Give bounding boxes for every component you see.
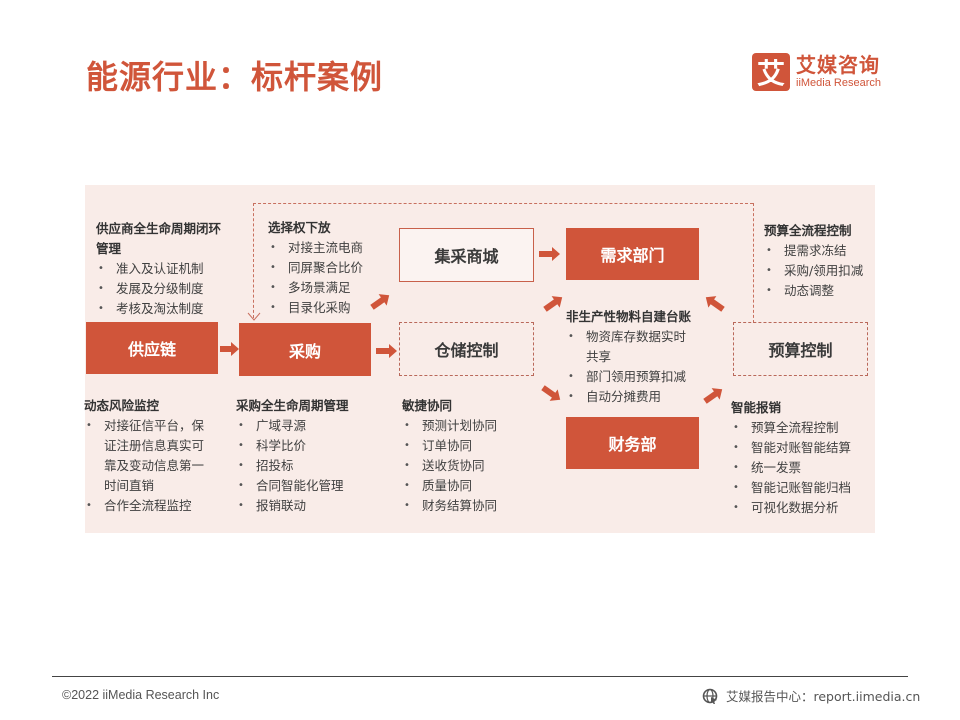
note-heading: 动态风险监控: [84, 398, 160, 413]
list-item: 招投标: [236, 456, 376, 476]
dashed-arrowhead-icon: [247, 312, 261, 321]
note-dynamic-risk: 动态风险监控 对接征信平台，保证注册信息真实可靠及变动信息第一时间直销 合作全流…: [84, 396, 212, 516]
list-item: 统一发票: [731, 458, 871, 478]
arrow-diagonal-up-right-icon: [703, 388, 723, 404]
list-item: 财务结算协同: [402, 496, 532, 516]
list-item: 目录化采购: [268, 298, 388, 318]
note-agile-collaboration: 敏捷协同 预测计划协同 订单协同 送收货协同 质量协同 财务结算协同: [402, 396, 532, 516]
node-warehouse-control: 仓储控制: [399, 322, 534, 376]
list-item: 可视化数据分析: [731, 498, 871, 518]
list-item: 合作全流程监控: [84, 496, 212, 516]
list-item: 对接主流电商: [268, 238, 388, 258]
brand-logo: 艾 艾媒咨询 iiMedia Research: [752, 53, 881, 91]
list-item: 科学比价: [236, 436, 376, 456]
arrow-diagonal-up-left-icon: [705, 296, 725, 312]
arrow-right-icon: [376, 344, 397, 358]
list-item: 提需求冻结: [764, 241, 874, 261]
list-item: 报销联动: [236, 496, 376, 516]
logo-en-text: iiMedia Research: [796, 77, 881, 89]
node-supply-chain: 供应链: [86, 322, 218, 374]
footer-site-text[interactable]: 艾媒报告中心：report.iimedia.cn: [726, 689, 921, 704]
list-item: 对接征信平台，保证注册信息真实可靠及变动信息第一时间直销: [84, 416, 212, 496]
arrow-diagonal-up-right-icon: [543, 296, 563, 312]
logo-cn-text: 艾媒咨询: [796, 53, 880, 77]
list-item: 发展及分级制度: [96, 279, 226, 299]
note-heading: 供应商全生命周期闭环管理: [96, 221, 222, 256]
list-item: 预算全流程控制: [731, 418, 871, 438]
logo-mark-icon: 艾: [752, 53, 790, 91]
list-item: 合同智能化管理: [236, 476, 376, 496]
list-item: 准入及认证机制: [96, 259, 226, 279]
list-item: 预测计划协同: [402, 416, 532, 436]
note-heading: 预算全流程控制: [764, 223, 852, 238]
node-purchase-mall: 集采商城: [399, 228, 534, 282]
list-item: 自动分摊费用: [566, 387, 694, 407]
dashed-connector-top: [253, 203, 753, 204]
list-item: 广域寻源: [236, 416, 376, 436]
note-procurement-lifecycle: 采购全生命周期管理 广域寻源 科学比价 招投标 合同智能化管理 报销联动: [236, 396, 376, 516]
node-budget-control: 预算控制: [733, 322, 868, 376]
note-non-production-ledger: 非生产性物料自建台账 物资库存数据实时共享 部门领用预算扣减 自动分摊费用: [566, 307, 694, 407]
list-item: 智能对账智能结算: [731, 438, 871, 458]
note-supplier-lifecycle: 供应商全生命周期闭环管理 准入及认证机制 发展及分级制度 考核及淘汰制度: [96, 219, 226, 319]
page-title: 能源行业：标杆案例: [86, 58, 384, 96]
list-item: 送收货协同: [402, 456, 532, 476]
list-item: 采购/领用扣减: [764, 261, 874, 281]
list-item: 物资库存数据实时共享: [566, 327, 694, 367]
note-heading: 敏捷协同: [402, 398, 453, 413]
footer-divider: [52, 676, 908, 677]
list-item: 动态调整: [764, 281, 874, 301]
note-heading: 非生产性物料自建台账: [566, 309, 692, 324]
globe-icon: [702, 688, 718, 704]
list-item: 同屏聚合比价: [268, 258, 388, 278]
dashed-connector-left-down: [253, 203, 254, 318]
dashed-connector-right-down: [753, 203, 754, 323]
arrow-right-icon: [220, 342, 239, 356]
list-item: 质量协同: [402, 476, 532, 496]
list-item: 订单协同: [402, 436, 532, 456]
footer-site: 艾媒报告中心：report.iimedia.cn: [702, 686, 920, 705]
note-budget-full-process: 预算全流程控制 提需求冻结 采购/领用扣减 动态调整: [764, 221, 874, 301]
note-heading: 选择权下放: [268, 220, 331, 235]
list-item: 多场景满足: [268, 278, 388, 298]
list-item: 部门领用预算扣减: [566, 367, 694, 387]
arrow-diagonal-down-right-icon: [541, 385, 561, 401]
note-heading: 采购全生命周期管理: [236, 398, 349, 413]
node-demand-dept: 需求部门: [566, 228, 699, 280]
node-finance-dept: 财务部: [566, 417, 699, 469]
arrow-right-icon: [539, 247, 560, 261]
footer-copyright: ©2022 iiMedia Research Inc: [62, 688, 220, 702]
note-heading: 智能报销: [731, 400, 782, 415]
list-item: 考核及淘汰制度: [96, 299, 226, 319]
list-item: 智能记账智能归档: [731, 478, 871, 498]
note-smart-reimbursement: 智能报销 预算全流程控制 智能对账智能结算 统一发票 智能记账智能归档 可视化数…: [731, 398, 871, 518]
node-procurement: 采购: [239, 323, 371, 376]
note-choice-delegation: 选择权下放 对接主流电商 同屏聚合比价 多场景满足 目录化采购: [268, 218, 388, 318]
